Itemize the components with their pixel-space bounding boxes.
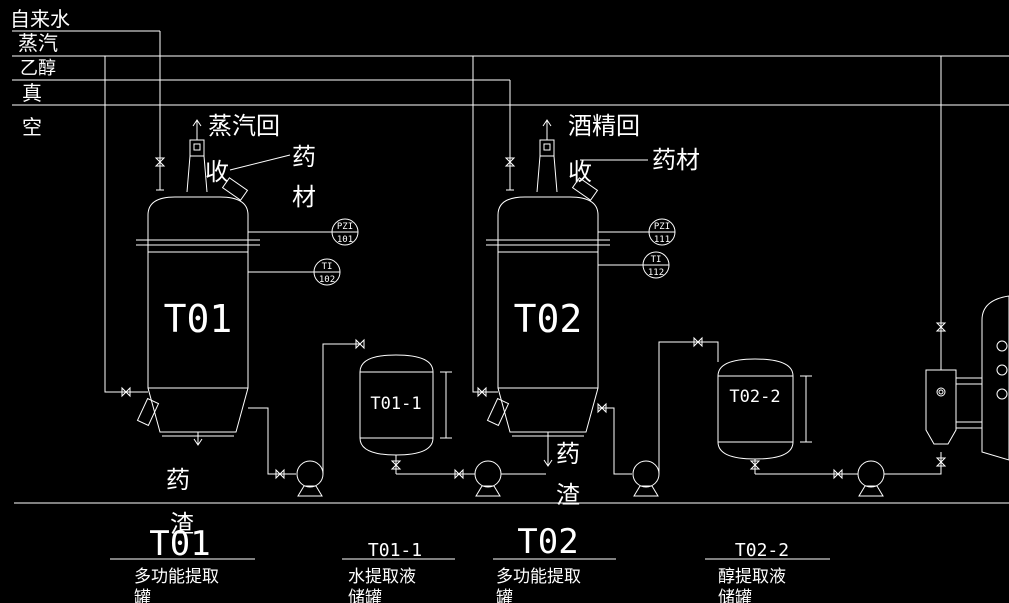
legend-desc-1: 多功能提取 [496,567,581,587]
pzi-111-number: 111 [654,235,670,245]
ti-102-number: 102 [319,275,335,285]
tank-t01: PZI 101 TI 102 T01 蒸汽回 收 药 材 药 渣 [104,31,359,538]
alcohol-recovery-label-2: 收 [568,158,592,186]
tank-t02: PZI 111 TI 112 T02 酒精回 收 药材 药 渣 [472,56,719,509]
utility-header: 自来水 蒸汽 乙醇 真 空 [10,7,1009,139]
legend-tag: T01 [149,524,210,564]
legend-desc-1: 多功能提取 [134,567,219,587]
steam-label: 蒸汽 [18,31,58,55]
legend-desc-2: 储罐 [718,588,752,603]
legend-tag: T01-1 [368,540,422,561]
steam-recovery-label-1: 蒸汽回 [208,112,280,140]
legend-item-t02-2: T02-2 醇提取液 储罐 [705,540,830,603]
alcohol-recovery-label-1: 酒精回 [568,112,640,140]
legend-item-t01-1: T01-1 水提取液 储罐 [342,540,455,603]
storage-t02-2: T02-2 [717,358,942,497]
storage-t01-1: T01-1 [359,354,502,497]
ti-112-label: TI [651,255,662,265]
tap-water-label: 自来水 [10,7,70,31]
t01-feed-label-2: 材 [292,183,316,211]
pzi-101-label: PZI [337,222,353,232]
t01-feed-label-1: 药 [292,143,316,171]
pump-3 [632,460,660,488]
tank-t02-tag: T02 [514,297,583,341]
t02-feed-label: 药材 [652,146,700,174]
t01-outlet-line [248,338,365,497]
legend-item-t02: T02 多功能提取 罐 [493,522,616,603]
t02-residue-label-1: 药 [556,440,580,468]
legend-desc-1: 水提取液 [348,567,416,587]
pump-1 [296,460,324,488]
legend-item-t01: T01 多功能提取 罐 [110,524,255,603]
legend-desc-2: 罐 [496,588,513,603]
pzi-101-number: 101 [337,235,353,245]
ti-112-number: 112 [648,268,664,278]
steam-recovery-label-2: 收 [205,158,229,186]
evaporator-partial [925,56,1009,467]
pump-2 [474,460,502,488]
tank-t01-tag: T01 [164,297,233,341]
vacuum-label-2: 空 [22,115,42,139]
legend-desc-2: 储罐 [348,588,382,603]
t02-residue-label-2: 渣 [556,481,580,509]
storage-t01-1-tag: T01-1 [370,394,421,414]
ti-102-label: TI [322,262,333,272]
equipment-legend: T01 多功能提取 罐 T01-1 水提取液 储罐 T02 多功能提取 罐 T0… [110,522,830,603]
storage-t02-2-tag: T02-2 [729,387,780,407]
pzi-111-label: PZI [654,222,670,232]
legend-tag: T02-2 [735,540,789,561]
legend-desc-1: 醇提取液 [718,567,786,587]
pump-4 [857,460,885,488]
t01-residue-label-1: 药 [166,466,190,494]
t01-residue-label-2: 渣 [170,510,194,538]
legend-desc-2: 罐 [134,588,151,603]
vacuum-label-1: 真 [22,81,42,105]
ethanol-label: 乙醇 [20,58,56,79]
legend-tag: T02 [517,522,578,562]
